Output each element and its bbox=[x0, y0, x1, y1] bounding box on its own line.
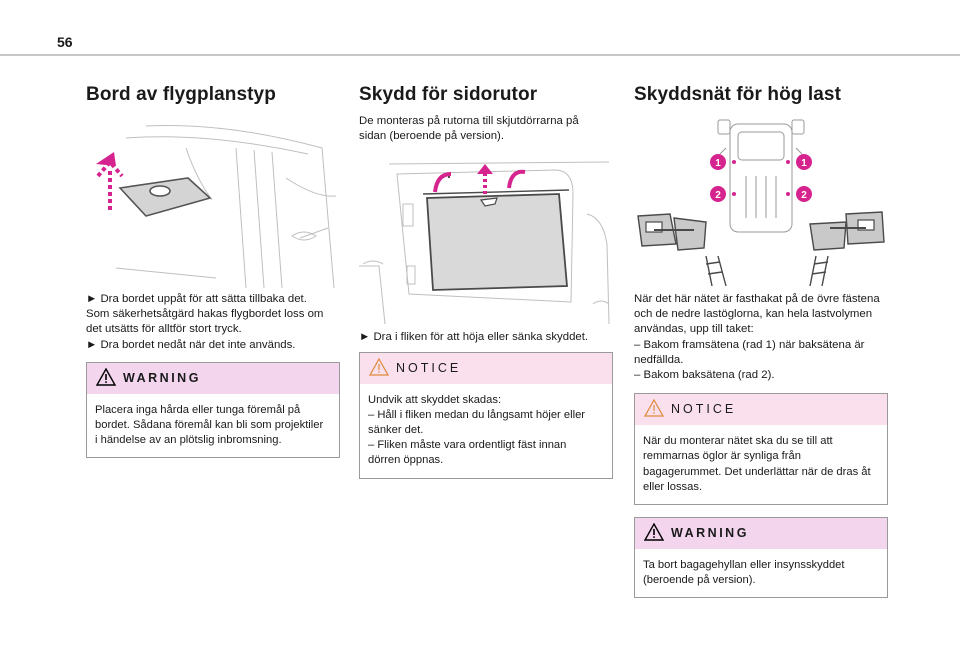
warning-triangle-icon bbox=[96, 367, 116, 386]
warning-text: (beroende på version). bbox=[643, 574, 756, 587]
notice-text: – Fliken måste vara ordentligt fäst inna… bbox=[368, 439, 567, 452]
warning-header: WARNING bbox=[635, 518, 887, 550]
text-line: De monteras på rutorna till skjutdörrarn… bbox=[359, 115, 579, 127]
notice-triangle-icon bbox=[644, 399, 664, 417]
instruction-line: ► Dra bordet uppåt för att sätta tillbak… bbox=[86, 293, 307, 305]
warning-text: Ta bort bagagehyllan eller insynsskyddet bbox=[643, 559, 845, 572]
text-line: Som säkerhetsåtgärd hakas flygbordet los… bbox=[86, 308, 324, 321]
row-label: 2 bbox=[801, 190, 807, 201]
notice-triangle-icon bbox=[369, 357, 389, 376]
window-blind-illustration bbox=[359, 161, 610, 325]
notice-text: remmarnas öglor är synliga från bbox=[643, 450, 801, 463]
header-rule bbox=[0, 54, 960, 56]
notice-text: bagagerummet. Det underlättar när de dra… bbox=[643, 465, 871, 478]
row-label: 2 bbox=[715, 190, 721, 201]
section-title: Skydd för sidorutor bbox=[359, 84, 538, 105]
text-line: nedfällda. bbox=[634, 353, 684, 366]
warning-box: WARNING Ta bort bagagehyllan eller insyn… bbox=[634, 517, 888, 599]
text-line: – Bakom framsätena (rad 1) när baksätena… bbox=[634, 338, 865, 351]
text-line: sidan (beroende på version). bbox=[359, 130, 505, 143]
notice-text: dörren öppnas. bbox=[368, 454, 444, 467]
section-airplane-table: Bord av flygplanstyp ► Dra bordet uppåt … bbox=[86, 84, 340, 459]
section-title: Bord av flygplanstyp bbox=[86, 84, 276, 105]
row-label: 1 bbox=[715, 158, 721, 169]
notice-text: Undvik att skyddet skadas: bbox=[368, 393, 502, 406]
table-illustration bbox=[96, 124, 337, 288]
warning-text: Placera inga hårda eller tunga föremål p… bbox=[95, 403, 301, 416]
row-label: 1 bbox=[801, 158, 807, 169]
notice-header: NOTICE bbox=[360, 352, 612, 384]
notice-text: När du monterar nätet ska du se till att bbox=[643, 435, 833, 448]
text-line: användas, upp till taket: bbox=[634, 323, 754, 336]
notice-title: NOTICE bbox=[671, 402, 737, 417]
warning-text: bordet. Sådana föremål kan bli som proje… bbox=[95, 419, 324, 432]
warning-title: WARNING bbox=[123, 370, 201, 385]
text-line: – Bakom baksätena (rad 2). bbox=[634, 369, 775, 382]
section-side-window-blind: Skydd för sidorutor De monteras på rutor… bbox=[359, 84, 613, 479]
instruction-line: ► Dra bordet nedåt när det inte används. bbox=[86, 338, 296, 351]
warning-header: WARNING bbox=[87, 362, 339, 394]
notice-box: NOTICE När du monterar nätet ska du se t… bbox=[634, 393, 888, 506]
notice-text: sänker det. bbox=[368, 424, 424, 437]
warning-text: i händelse av an plötslig inbromsning. bbox=[95, 434, 282, 447]
notice-title: NOTICE bbox=[396, 360, 462, 375]
warning-title: WARNING bbox=[671, 526, 749, 541]
notice-text: – Håll i fliken medan du långsamt höjer … bbox=[368, 408, 586, 421]
section-high-load-net: Skyddsnät för hög last 1 1 2 2 bbox=[634, 84, 888, 599]
notice-header: NOTICE bbox=[635, 394, 887, 426]
section-title: Skyddsnät för hög last bbox=[634, 84, 842, 105]
instruction-line: ► Dra i fliken för att höja eller sänka … bbox=[359, 331, 589, 344]
text-line: och de nedre lastöglorna, kan hela lastv… bbox=[634, 308, 873, 321]
notice-text: eller lossas. bbox=[643, 480, 703, 493]
text-line: När det här nätet är fasthakat på de övr… bbox=[634, 293, 880, 305]
warning-triangle-icon bbox=[644, 523, 664, 541]
text-line: det utsätts för alltför stort tryck. bbox=[86, 323, 242, 336]
cargo-net-illustration: 1 1 2 2 bbox=[637, 119, 885, 287]
warning-box: WARNING Placera inga hårda eller tunga f… bbox=[86, 361, 340, 459]
notice-box: NOTICE Undvik att skyddet skadas: – Håll… bbox=[359, 351, 613, 479]
page-number: 56 bbox=[57, 34, 73, 50]
